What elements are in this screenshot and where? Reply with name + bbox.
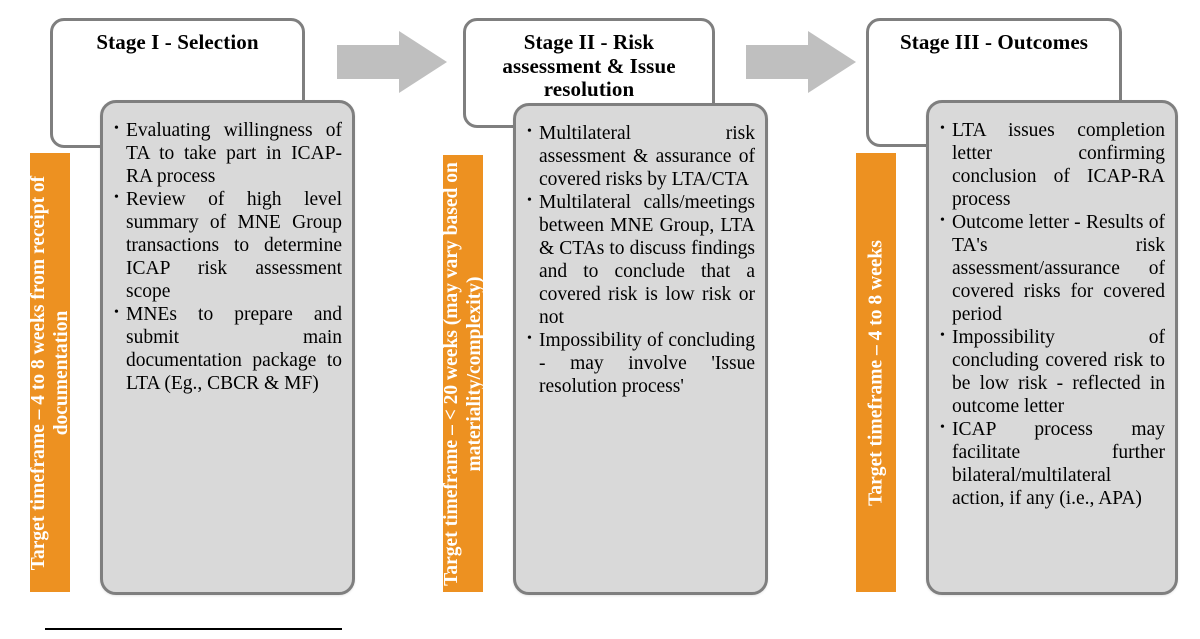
stage-2-bullet-list: Multilateral risk assessment & assurance… [526,121,755,398]
stage-1-title: Stage I - Selection [96,30,259,54]
list-item: ICAP process may facilitate further bila… [939,417,1165,510]
stage-2-title: Stage II - Risk assessment & Issue resol… [502,30,676,102]
list-item: Outcome letter - Results of TA's risk as… [939,210,1165,326]
stage-2-timeframe-bar: Target timeframe – < 20 weeks (may vary … [443,155,483,592]
list-item: Multilateral risk assessment & assurance… [526,121,755,191]
stage-3-timeframe-bar: Target timeframe – 4 to 8 weeks [856,153,896,592]
stage-1-timeframe-label: Target timeframe – 4 to 8 weeks from rec… [30,175,70,570]
stage-2-to-stage-3-arrow [746,31,856,93]
stage-3-title: Stage III - Outcomes [899,30,1089,54]
list-item: Multilateral calls/meetings between MNE … [526,190,755,329]
list-item: Impossibility of concluding - may involv… [526,328,755,398]
stage-1-body-box: Evaluating willingness of TA to take par… [100,100,355,595]
stage-1-bullet-list: Evaluating willingness of TA to take par… [113,118,342,395]
stage-2-body-box: Multilateral risk assessment & assurance… [513,103,768,595]
footnote-separator-rule [45,628,342,630]
stage-1-timeframe-bar: Target timeframe – 4 to 8 weeks from rec… [30,153,70,592]
stage-3-body-box: LTA issues completion letter confirming … [926,100,1178,595]
list-item: MNEs to prepare and submit main document… [113,302,342,395]
list-item: Impossibility of concluding covered risk… [939,325,1165,418]
stage-2-timeframe-label: Target timeframe – < 20 weeks (may vary … [443,161,483,586]
list-item: Review of high level summary of MNE Grou… [113,187,342,303]
stage-3-timeframe-label: Target timeframe – 4 to 8 weeks [865,239,887,506]
stage-1-to-stage-2-arrow [337,31,447,93]
list-item: LTA issues completion letter confirming … [939,118,1165,211]
stage-3-bullet-list: LTA issues completion letter confirming … [939,118,1165,510]
list-item: Evaluating willingness of TA to take par… [113,118,342,188]
